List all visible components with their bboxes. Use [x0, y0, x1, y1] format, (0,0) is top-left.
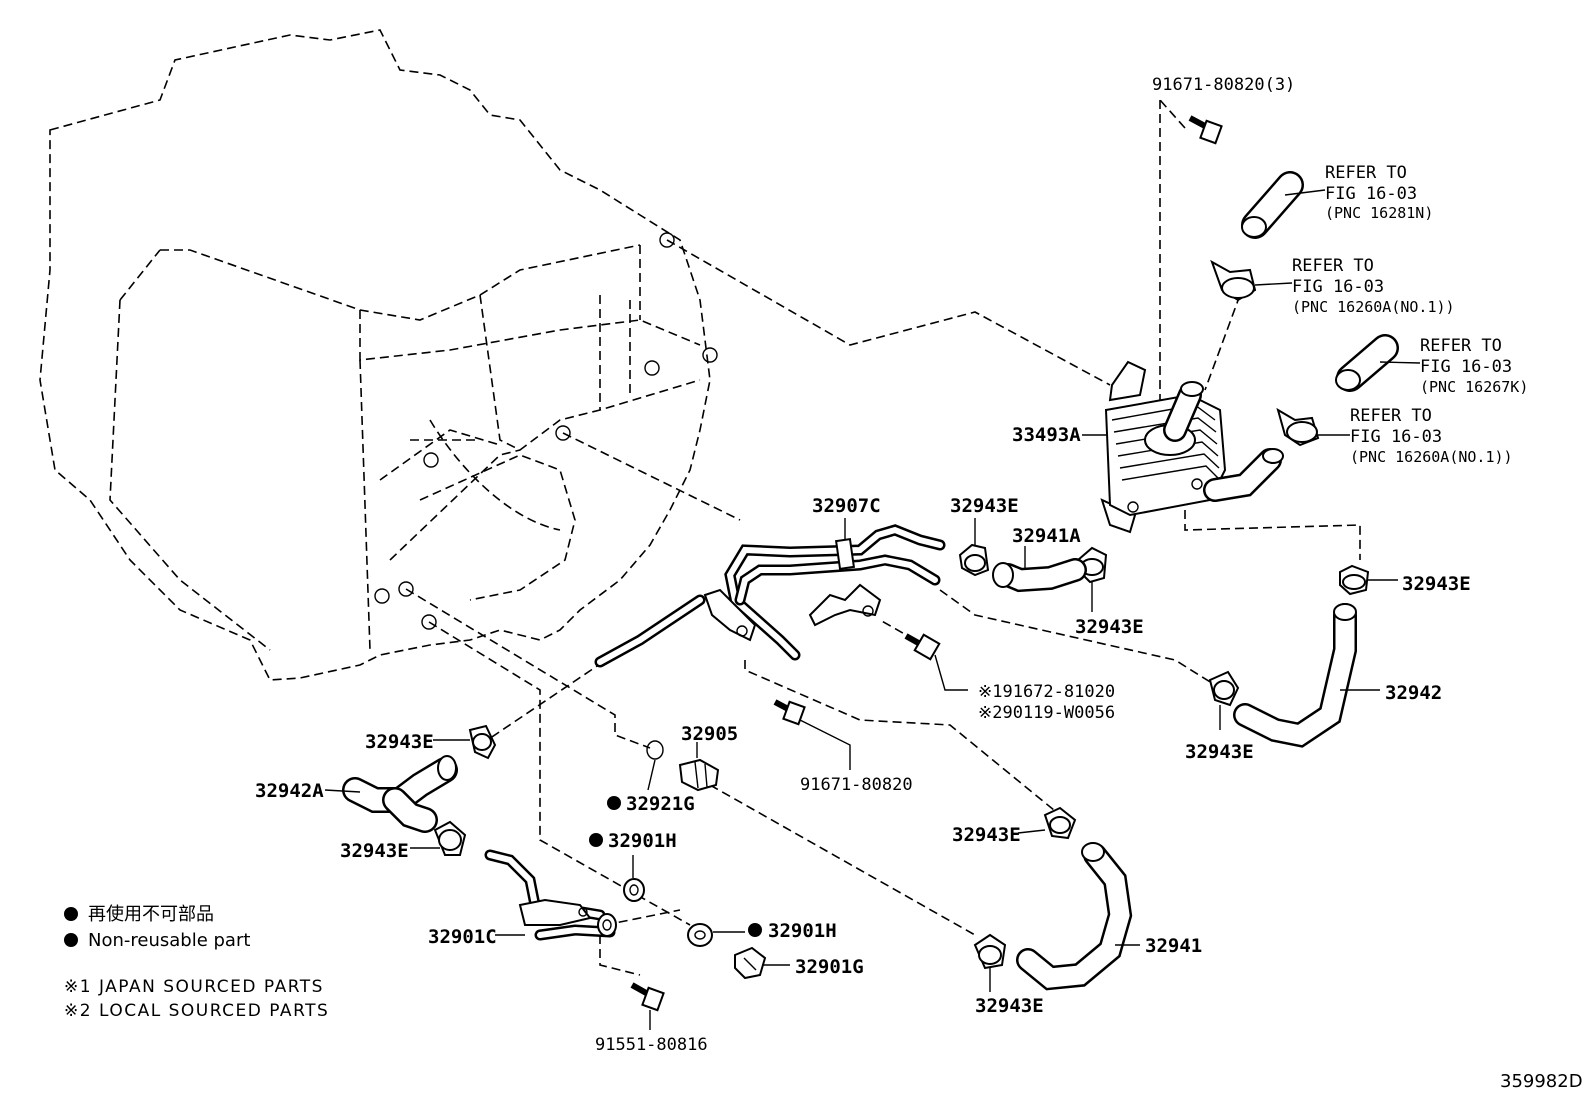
label-refer2-b: FIG 16-03: [1292, 277, 1384, 297]
label-clip-e: 32943E: [365, 731, 434, 753]
nonreusable-dot-32901H-2: [748, 923, 762, 937]
label-pipe-c: 32901C: [428, 926, 497, 948]
label-refer2-a: REFER TO: [1292, 256, 1374, 276]
label-refer1-a: REFER TO: [1325, 163, 1407, 183]
legend-nonreusable-en: Non-reusable part: [88, 930, 250, 951]
legend-nonreusable-jp: 再使用不可部品: [88, 904, 214, 925]
refer-hose-16267K: [1335, 334, 1421, 392]
gasket-32921G[interactable]: [646, 740, 664, 791]
bolt-91551-80816[interactable]: [630, 982, 665, 1030]
label-bolt-top: 91671-80820(3): [1152, 75, 1295, 95]
gasket-small: [597, 913, 617, 937]
label-cooler: 33493A: [1012, 424, 1081, 446]
label-clip-b: 32943E: [1075, 616, 1144, 638]
refer-clamp-16260A-2: [1276, 407, 1350, 447]
label-refer3-c: (PNC 16267K): [1420, 378, 1528, 396]
assembly-leader-lines: [405, 99, 1361, 976]
label-refer1-b: FIG 16-03: [1325, 184, 1417, 204]
legend-note-1: ※1 JAPAN SOURCED PARTS: [64, 977, 324, 997]
label-pipe-assy: 32907C: [812, 495, 881, 517]
label-clip-h: 32943E: [975, 995, 1044, 1017]
oil-cooler-33493A[interactable]: [1100, 360, 1284, 534]
label-refer4-c: (PNC 16260A(NO.1)): [1350, 448, 1513, 466]
hose-32941[interactable]: [1016, 842, 1140, 991]
nonreusable-dot-32921G: [607, 796, 621, 810]
gasket-32901H-1[interactable]: [623, 855, 645, 902]
nonreusable-dot-32901H-1: [589, 833, 603, 847]
label-clip-d: 32943E: [1185, 741, 1254, 763]
hose-32942A[interactable]: [324, 755, 458, 833]
check-valve-32905[interactable]: [678, 742, 720, 792]
label-refer1-c: (PNC 16281N): [1325, 204, 1433, 222]
pipe-assy-32907C[interactable]: [594, 524, 946, 668]
label-refer3-a: REFER TO: [1420, 336, 1502, 356]
bolt-191672-81020[interactable]: [904, 633, 968, 691]
pipe-32901C[interactable]: [484, 849, 616, 941]
label-hose-d: 32941: [1145, 935, 1202, 957]
figure-id: 359982D: [1500, 1071, 1583, 1092]
label-hose-a: 32941A: [1012, 525, 1081, 547]
label-clip-c: 32943E: [1402, 573, 1471, 595]
gasket-32901H-2[interactable]: [687, 923, 745, 947]
label-bolt-mid: 91671-80820: [800, 775, 913, 795]
clip-32943E-g[interactable]: [1017, 806, 1077, 840]
clip-32943E-e[interactable]: [433, 724, 497, 760]
clip-32943E-c[interactable]: [1339, 564, 1398, 596]
label-gasket-g: 32921G: [626, 793, 695, 815]
label-refer3-b: FIG 16-03: [1420, 357, 1512, 377]
transaxle-housing: [39, 29, 718, 681]
clip-32943E-h[interactable]: [973, 933, 1007, 992]
label-hose-c: 32942A: [255, 780, 324, 802]
label-gasket-h1: 32901H: [608, 830, 677, 852]
legend-note-2: ※2 LOCAL SOURCED PARTS: [64, 1001, 329, 1021]
label-refer2-c: (PNC 16260A(NO.1)): [1292, 298, 1455, 316]
legend-dot-2: [64, 933, 78, 947]
refer-clamp-16260A-1: [1210, 259, 1293, 302]
label-bolt-bottom: 91551-80816: [595, 1035, 708, 1055]
label-refer4-b: FIG 16-03: [1350, 427, 1442, 447]
bolt-91671-80820-mid[interactable]: [773, 699, 851, 770]
label-clip-a: 32943E: [950, 495, 1019, 517]
label-clip-f: 32943E: [340, 840, 409, 862]
label-valve: 32905: [681, 723, 738, 745]
label-union: 32901G: [795, 956, 864, 978]
label-gasket-h2: 32901H: [768, 920, 837, 942]
union-bolt-32901G[interactable]: [734, 946, 790, 980]
label-bolt-j2: ※290119-W0056: [978, 703, 1115, 723]
hose-32941A[interactable]: [992, 546, 1087, 593]
legend-dot-1: [64, 907, 78, 921]
hose-32942[interactable]: [1233, 603, 1380, 748]
clip-32943E-a[interactable]: [958, 543, 990, 577]
refer-hose-16281N: [1241, 171, 1326, 239]
label-bolt-j1: ※191672-81020: [978, 682, 1115, 702]
label-clip-g: 32943E: [952, 824, 1021, 846]
bolt-91671-80820-top[interactable]: [1188, 115, 1223, 145]
clip-32943E-f[interactable]: [410, 820, 467, 856]
clip-32943E-d[interactable]: [1208, 670, 1240, 730]
label-hose-b: 32942: [1385, 682, 1442, 704]
label-refer4-a: REFER TO: [1350, 406, 1432, 426]
